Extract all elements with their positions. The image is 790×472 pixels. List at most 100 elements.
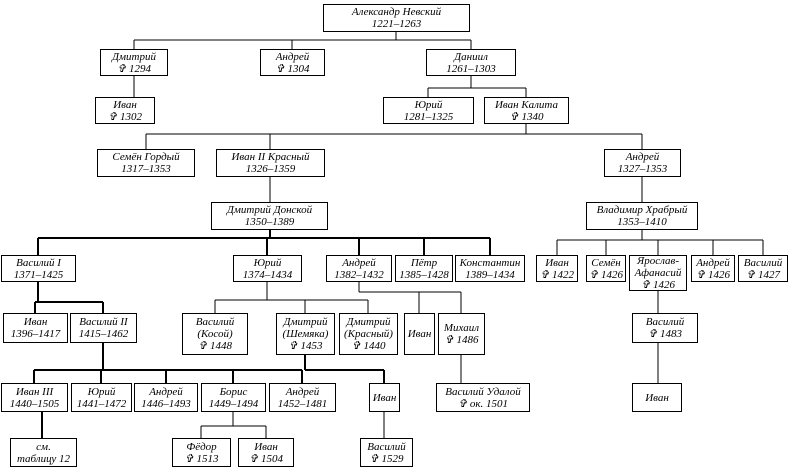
person-andrey-v2: Андрей✞ 1426 xyxy=(691,255,735,282)
person-text-line: 1353–1410 xyxy=(617,216,667,228)
person-text-line: 1221–1263 xyxy=(371,18,422,30)
person-ivan-b: Иван✞ 1504 xyxy=(238,438,294,467)
person-ivan-kalita: Иван Калита✞ 1340 xyxy=(484,97,569,124)
person-vasiliy-kosoy: Василий(Косой)✞ 1448 xyxy=(182,313,248,355)
person-text-line: 1449–1494 xyxy=(208,397,259,410)
person-text-line: (Косой) xyxy=(197,328,233,340)
person-text-line: Афанасий xyxy=(634,267,682,279)
person-text-line: ✞ 1304 xyxy=(275,62,310,75)
person-text-line: ✞ 1302 xyxy=(108,110,142,123)
person-text-line: Иван xyxy=(545,256,569,269)
person-text-line: Андрей xyxy=(342,256,376,269)
person-text-line: ✞ ок. 1501 xyxy=(457,397,509,410)
person-text-line: Пётр xyxy=(410,256,438,269)
person-text-line: Семён xyxy=(591,256,621,269)
person-text-line: 1440–1505 xyxy=(9,397,60,410)
person-text-line: ✞ 1504 xyxy=(249,452,283,465)
person-text-line: Михаил xyxy=(443,322,480,334)
person-text-line: 1281–1325 xyxy=(403,110,454,123)
person-text-line: 1327–1353 xyxy=(617,163,668,175)
person-text-line: Иван II Красный xyxy=(231,151,310,163)
person-dmitriy-krasnyi: Дмитрий(Красный)✞ 1440 xyxy=(339,313,398,355)
person-text-line: 1371–1425 xyxy=(13,268,64,281)
person-text-line: ✞ 1426 xyxy=(589,268,623,281)
person-ivan-sh: Иван xyxy=(369,383,400,412)
person-vasiliy-udaloy: Василий Удалой✞ ок. 1501 xyxy=(436,383,530,412)
person-ivan-d: Иван✞ 1302 xyxy=(95,97,155,124)
person-text-line: Иван xyxy=(113,98,137,111)
person-text-line: Юрий xyxy=(253,256,282,269)
person-text-line: ✞ 1440 xyxy=(351,340,386,352)
person-see-table: см.таблицу 12 xyxy=(10,438,77,467)
person-text-line: ✞ 1529 xyxy=(369,452,404,465)
person-text-line: Дмитрий xyxy=(346,316,391,328)
person-text-line: 1385–1428 xyxy=(399,268,449,281)
person-mikhail: Михаил✞ 1486 xyxy=(438,313,485,355)
person-text-line: Александр Невский xyxy=(351,6,442,18)
person-text-line: 1261–1303 xyxy=(446,62,496,75)
person-dmitriy-shemyaka: Дмитрий(Шемяка)✞ 1453 xyxy=(276,313,335,355)
person-text-line: Иван xyxy=(254,440,278,453)
person-text-line: (Красный) xyxy=(344,328,393,340)
person-text-line: 1382–1432 xyxy=(334,268,384,281)
person-semen2: Семён✞ 1426 xyxy=(586,255,626,282)
person-text-line: Иван xyxy=(23,316,48,328)
person-text-line: 1396–1417 xyxy=(10,328,61,340)
person-text-line: ✞ 1422 xyxy=(540,268,574,281)
person-text-line: Дмитрий Донской xyxy=(226,204,313,216)
person-text-line: Василий Удалой xyxy=(445,385,521,398)
person-text-line: Андрей xyxy=(149,385,183,398)
person-vasiliy-yar: Василий✞ 1483 xyxy=(632,313,698,343)
person-text-line: 1452–1481 xyxy=(277,397,328,410)
person-text-line: Семён Гордый xyxy=(112,151,180,163)
person-text-line: Иван xyxy=(645,391,669,404)
person-text-line: см. xyxy=(36,440,51,453)
person-text-line: Даниил xyxy=(454,50,488,63)
person-text-line: Иван xyxy=(372,391,397,404)
person-text-line: Константин xyxy=(459,256,521,269)
person-text-line: ✞ 1448 xyxy=(198,340,232,352)
person-text-line: Иван xyxy=(407,328,432,340)
person-text-line: Иван III xyxy=(15,385,54,398)
person-text-line: Андрей xyxy=(696,256,730,269)
person-text-line: 1350–1389 xyxy=(244,216,295,228)
person-text-line: Василий I xyxy=(16,256,61,269)
person-text-line: Юрий xyxy=(414,98,443,111)
person-text-line: ✞ 1340 xyxy=(509,110,544,123)
person-text-line: Василий xyxy=(367,440,406,453)
person-text-line: Василий xyxy=(645,316,685,328)
person-text-line: ✞ 1453 xyxy=(288,340,323,352)
person-text-line: Василий II xyxy=(79,316,128,328)
person-text-line: 1317–1353 xyxy=(121,163,171,175)
person-text-line: Борис xyxy=(219,385,248,398)
person-text-line: Ярослав- xyxy=(637,255,679,267)
person-text-line: 1441–1472 xyxy=(76,397,127,410)
person-text-line: Владимир Храбрый xyxy=(596,204,688,216)
person-text-line: Фёдор xyxy=(186,440,217,453)
person-text-line: ✞ 1427 xyxy=(746,268,780,281)
person-text-line: Василий xyxy=(195,316,235,328)
person-text-line: (Шемяка) xyxy=(282,328,329,340)
person-fedor: Фёдор✞ 1513 xyxy=(172,438,231,467)
person-text-line: Андрей xyxy=(625,151,660,163)
person-yaroslav: Ярослав-Афанасий✞ 1426 xyxy=(629,255,687,291)
person-text-line: ✞ 1513 xyxy=(184,452,219,465)
person-vasiliy-1529: Василий✞ 1529 xyxy=(360,438,413,467)
person-text-line: Андрей xyxy=(285,385,320,398)
